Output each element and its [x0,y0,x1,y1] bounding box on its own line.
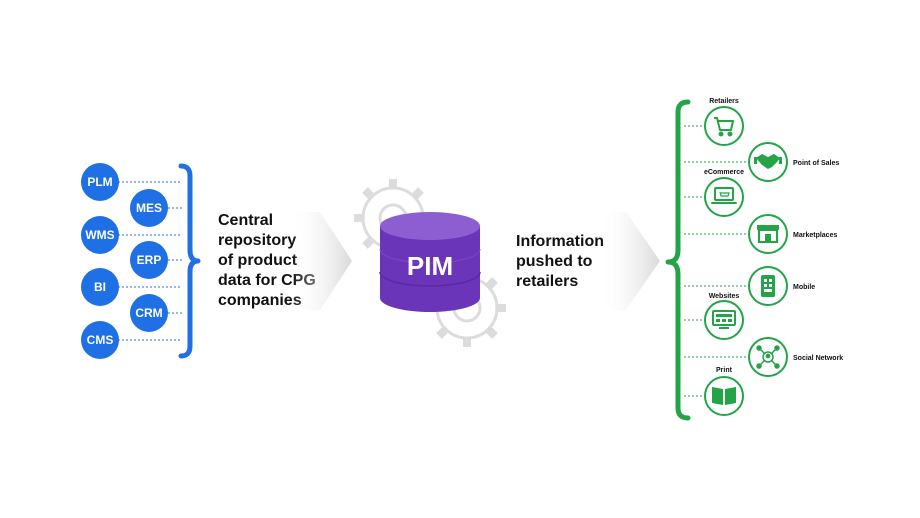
output-label: Point of Sales [793,160,839,167]
monitor-icon [712,310,736,329]
source-label: BI [94,280,106,294]
output-node-mobile: Mobile [748,266,815,306]
right-text-line: pushed to [516,253,593,270]
right-description: Information pushed to retailers [516,233,604,290]
output-label: Print [716,367,733,374]
left-flow-arrow [290,212,352,310]
source-node-cms: CMS [81,321,119,359]
output-node-marketplaces: Marketplaces [748,214,837,254]
source-label: WMS [85,228,114,242]
social-network-icon [756,345,780,369]
right-text-line: Information [516,233,604,250]
output-node-print: Print [704,367,744,416]
left-text-line: repository [218,232,296,249]
output-node-ecommerce: eCommerce [704,169,744,217]
right-text-line: retailers [516,273,578,290]
source-node-plm: PLM [81,163,119,201]
open-book-icon [712,387,736,405]
output-label: eCommerce [704,169,744,176]
source-label: CRM [135,306,162,320]
output-node-websites: Websites [704,293,744,340]
source-node-mes: MES [130,189,168,227]
pim-label: PIM [407,251,453,281]
right-bracket [665,99,691,421]
output-channels: Retailers Point of Sales eCommerce [684,98,843,416]
output-node-retailers: Retailers [704,98,744,146]
output-label: Retailers [709,98,739,105]
pim-database: PIM [379,212,481,312]
source-label: ERP [137,253,162,267]
mobile-phone-icon [761,275,775,297]
left-bracket [178,163,201,359]
output-label: Mobile [793,284,815,291]
output-label: Websites [709,293,740,300]
source-node-bi: BI [81,268,119,306]
source-node-crm: CRM [130,294,168,332]
output-label: Marketplaces [793,232,837,239]
source-node-wms: WMS [81,216,119,254]
left-text-line: companies [218,292,302,309]
storefront-icon [757,225,779,243]
output-node-point-of-sales: Point of Sales [748,142,839,182]
output-node-social-network: Social Network [748,337,843,377]
source-label: CMS [87,333,114,347]
source-node-erp: ERP [130,241,168,279]
laptop-cart-icon [711,187,737,204]
shopping-cart-icon [714,117,734,137]
source-systems: PLM MES WMS ERP BI CRM CMS [81,163,182,359]
handshake-icon [754,154,782,169]
source-label: MES [136,201,162,215]
output-label: Social Network [793,355,843,362]
left-text-line: Central [218,212,273,229]
left-text-line: of product [218,252,298,269]
right-flow-arrow [600,212,660,310]
source-label: PLM [87,175,112,189]
